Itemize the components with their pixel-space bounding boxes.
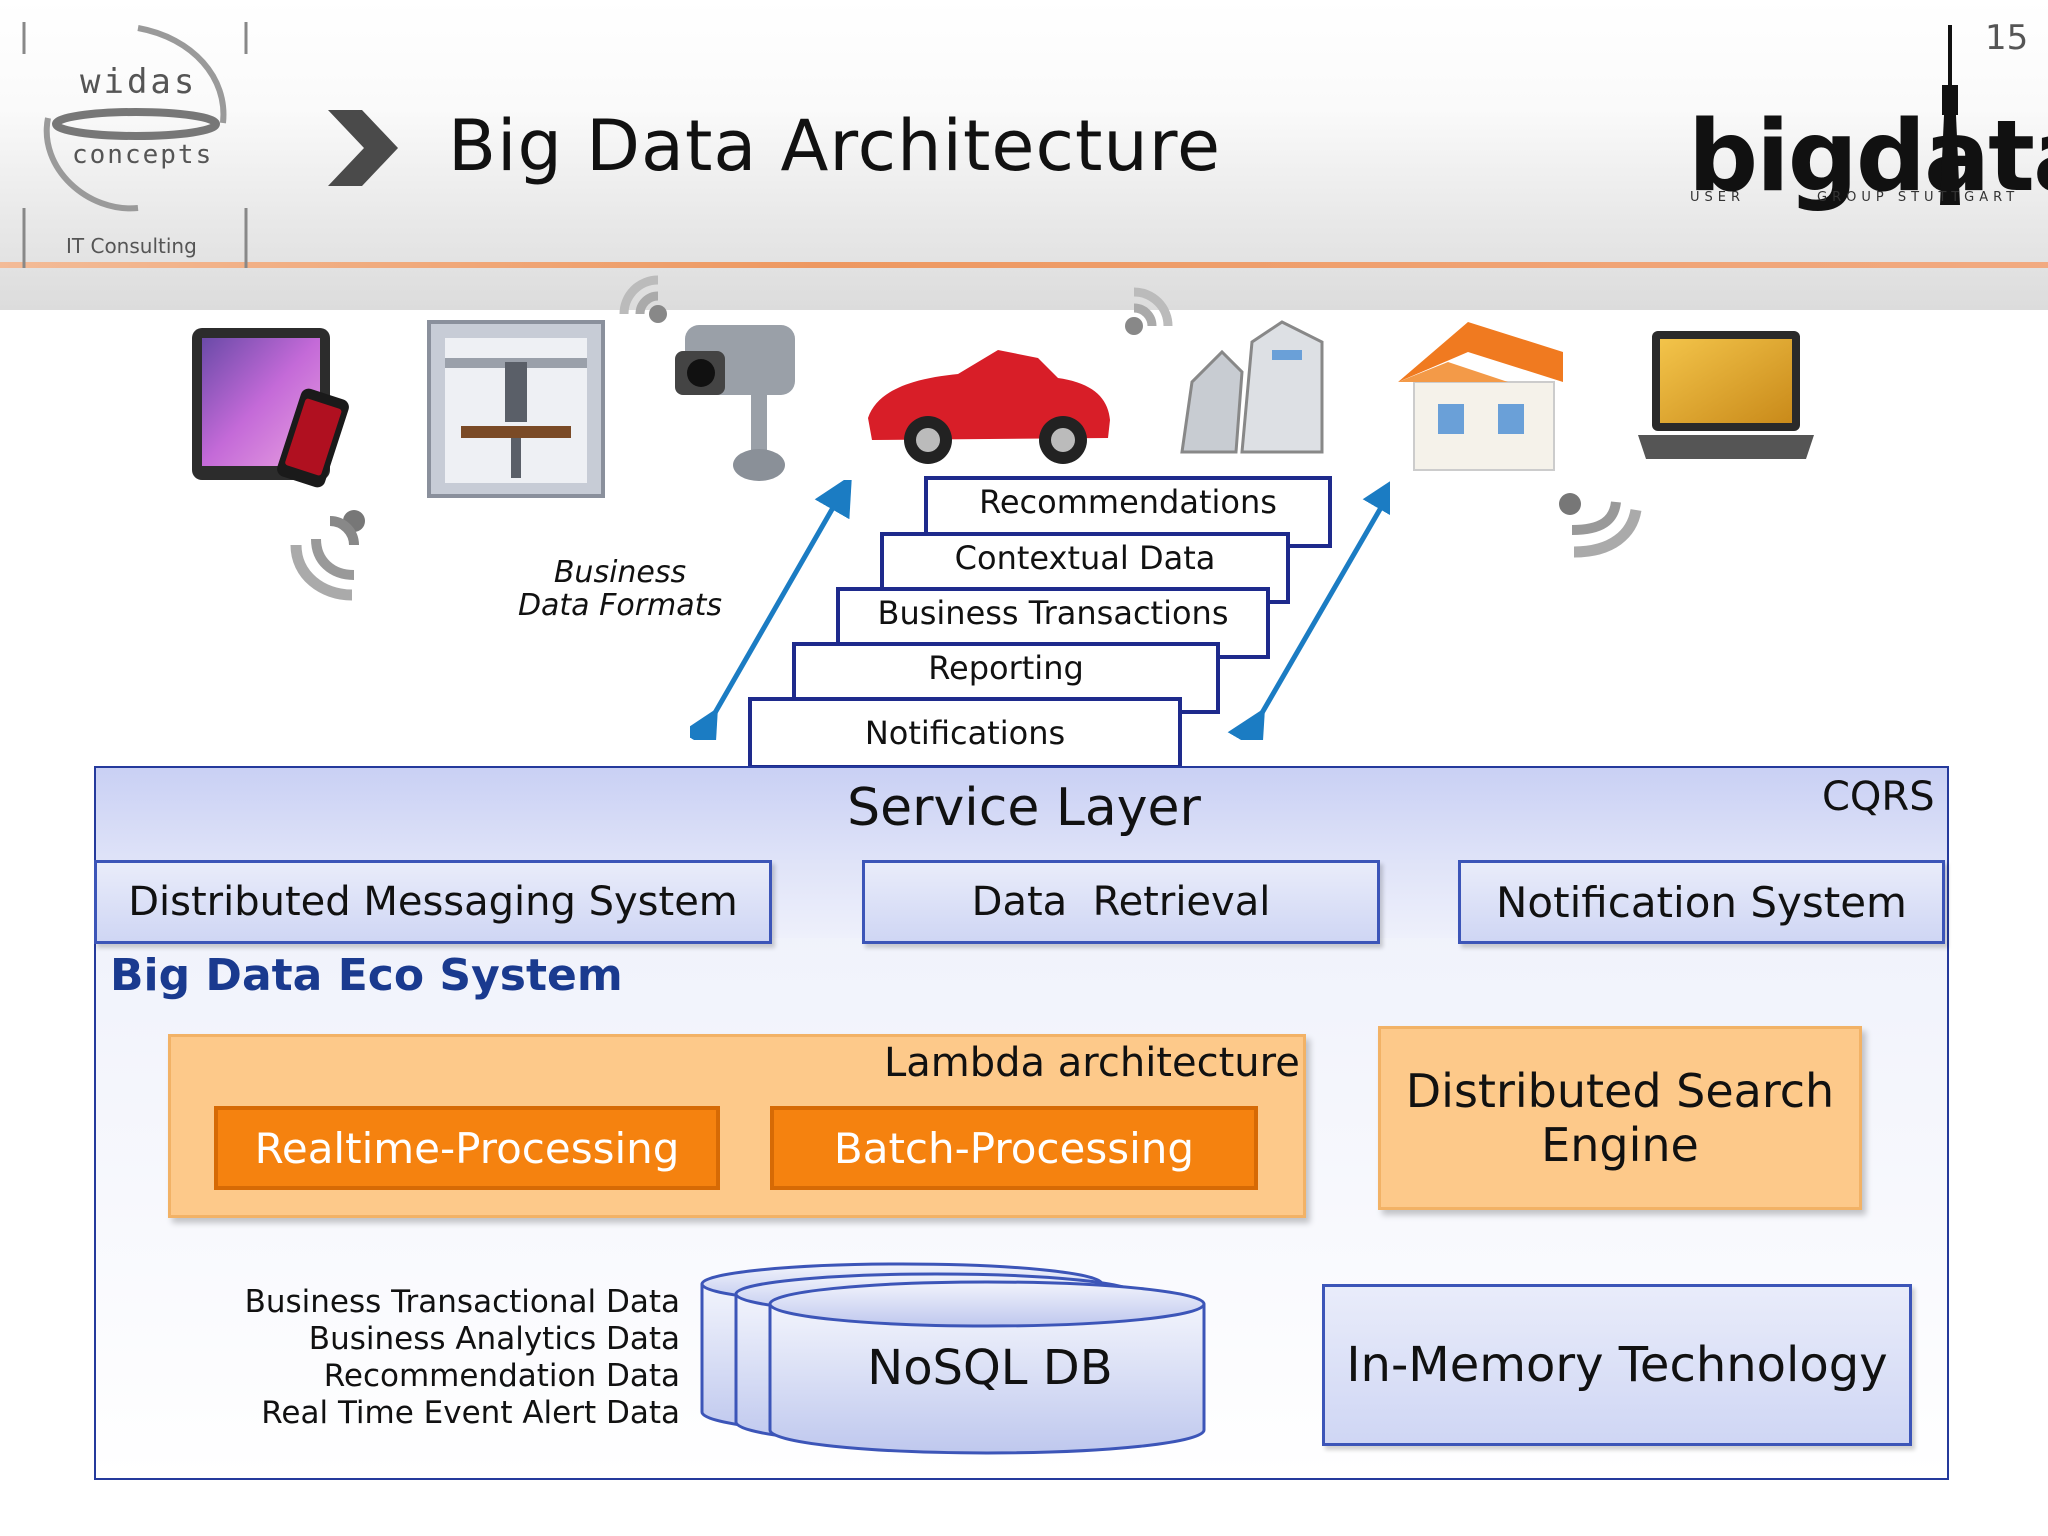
service-layer-title: Service Layer xyxy=(847,778,1201,838)
it-consulting-text: IT Consulting xyxy=(66,234,197,258)
search-engine-line1: Distributed Search xyxy=(1405,1064,1835,1118)
3d-printer-icon xyxy=(427,320,605,498)
wifi-signal-icon xyxy=(619,275,667,323)
format-card-notifications: Notifications xyxy=(748,697,1182,769)
eco-system-title: Big Data Eco System xyxy=(110,950,623,1001)
header-accent-line xyxy=(0,262,2048,268)
tv-tower-icon xyxy=(1940,25,1960,205)
nosql-db-label: NoSQL DB xyxy=(867,1340,1113,1396)
left-arrow xyxy=(690,480,852,740)
bigdata-group-text: GROUP STUTTGART xyxy=(1817,190,2020,205)
red-car-icon xyxy=(868,350,1110,464)
bidirectional-arrows xyxy=(690,480,1390,740)
wifi-signal-icon xyxy=(1125,287,1173,335)
page-title: Big Data Architecture xyxy=(448,105,1222,187)
tablet-phone-icon xyxy=(192,328,349,488)
in-memory-technology-box: In-Memory Technology xyxy=(1322,1284,1912,1446)
data-type-item: Business Analytics Data xyxy=(308,1321,680,1357)
data-type-item: Real Time Event Alert Data xyxy=(261,1395,680,1431)
batch-processing-box: Batch-Processing xyxy=(770,1106,1258,1190)
page-number: 15 xyxy=(1985,18,2029,58)
security-camera-icon xyxy=(675,325,795,481)
data-type-item: Recommendation Data xyxy=(323,1358,680,1394)
smart-sneaker-icon xyxy=(1180,320,1324,454)
bigdata-logo-text: bigdata xyxy=(1688,100,2048,214)
data-types-list: Business Transactional Data Business Ana… xyxy=(245,1284,680,1432)
data-type-item: Business Transactional Data xyxy=(244,1284,680,1320)
chevron-right-icon xyxy=(328,110,398,186)
realtime-processing-box: Realtime-Processing xyxy=(214,1106,720,1190)
distributed-search-engine-box: Distributed Search Engine xyxy=(1378,1026,1862,1210)
data-retrieval-box: Data Retrieval xyxy=(862,860,1380,944)
header-background xyxy=(0,0,2048,310)
distributed-messaging-box: Distributed Messaging System xyxy=(94,860,772,944)
notification-system-box: Notification System xyxy=(1458,860,1945,944)
laptop-icon xyxy=(1638,331,1814,459)
wifi-signal-icon xyxy=(290,510,365,601)
widas-logo-text: widas xyxy=(80,62,198,102)
right-arrow xyxy=(1227,480,1390,740)
widas-logo xyxy=(22,22,248,268)
concepts-logo-text: concepts xyxy=(72,140,214,170)
nosql-db-cylinders xyxy=(700,1262,1206,1455)
wifi-signal-icon xyxy=(1559,493,1642,558)
data-formats-label: Data Formats xyxy=(517,588,723,623)
cqrs-label: CQRS xyxy=(1822,774,1935,820)
house-icon xyxy=(1398,322,1563,471)
search-engine-line2: Engine xyxy=(1541,1118,1699,1172)
bigdata-user-text: USER xyxy=(1690,190,1746,205)
business-label: Business xyxy=(553,555,687,590)
lambda-architecture-label: Lambda architecture xyxy=(884,1040,1300,1086)
